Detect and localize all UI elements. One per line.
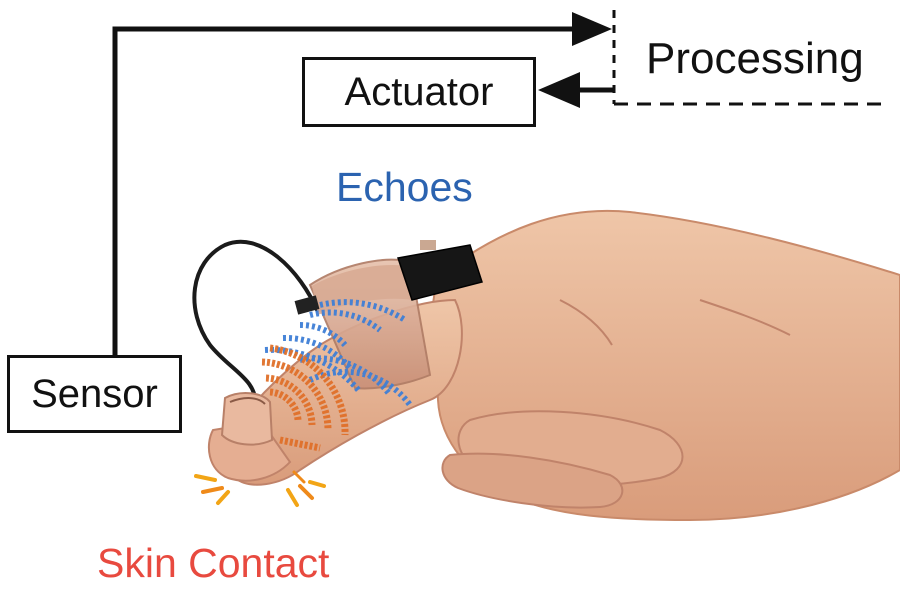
echoes-label: Echoes (336, 164, 473, 210)
skin-contact-label: Skin Contact (97, 540, 330, 586)
sensor-to-processing-path (112, 12, 612, 352)
yellow-spark-icon (194, 470, 326, 507)
sensor-cable (192, 239, 320, 406)
actuator-box: Actuator (302, 57, 536, 127)
actuator-label: Actuator (344, 70, 494, 114)
sensor-pad (220, 392, 274, 446)
processing-to-actuator-path (538, 72, 614, 108)
sensor-label: Sensor (31, 372, 158, 416)
arrow-to-processing-icon (572, 12, 612, 46)
orange-contact-waves-icon (261, 344, 349, 452)
arrow-to-actuator-icon (538, 72, 580, 108)
processing-label: Processing (646, 34, 864, 83)
actuator-device (294, 240, 483, 315)
sensor-box: Sensor (7, 355, 182, 433)
